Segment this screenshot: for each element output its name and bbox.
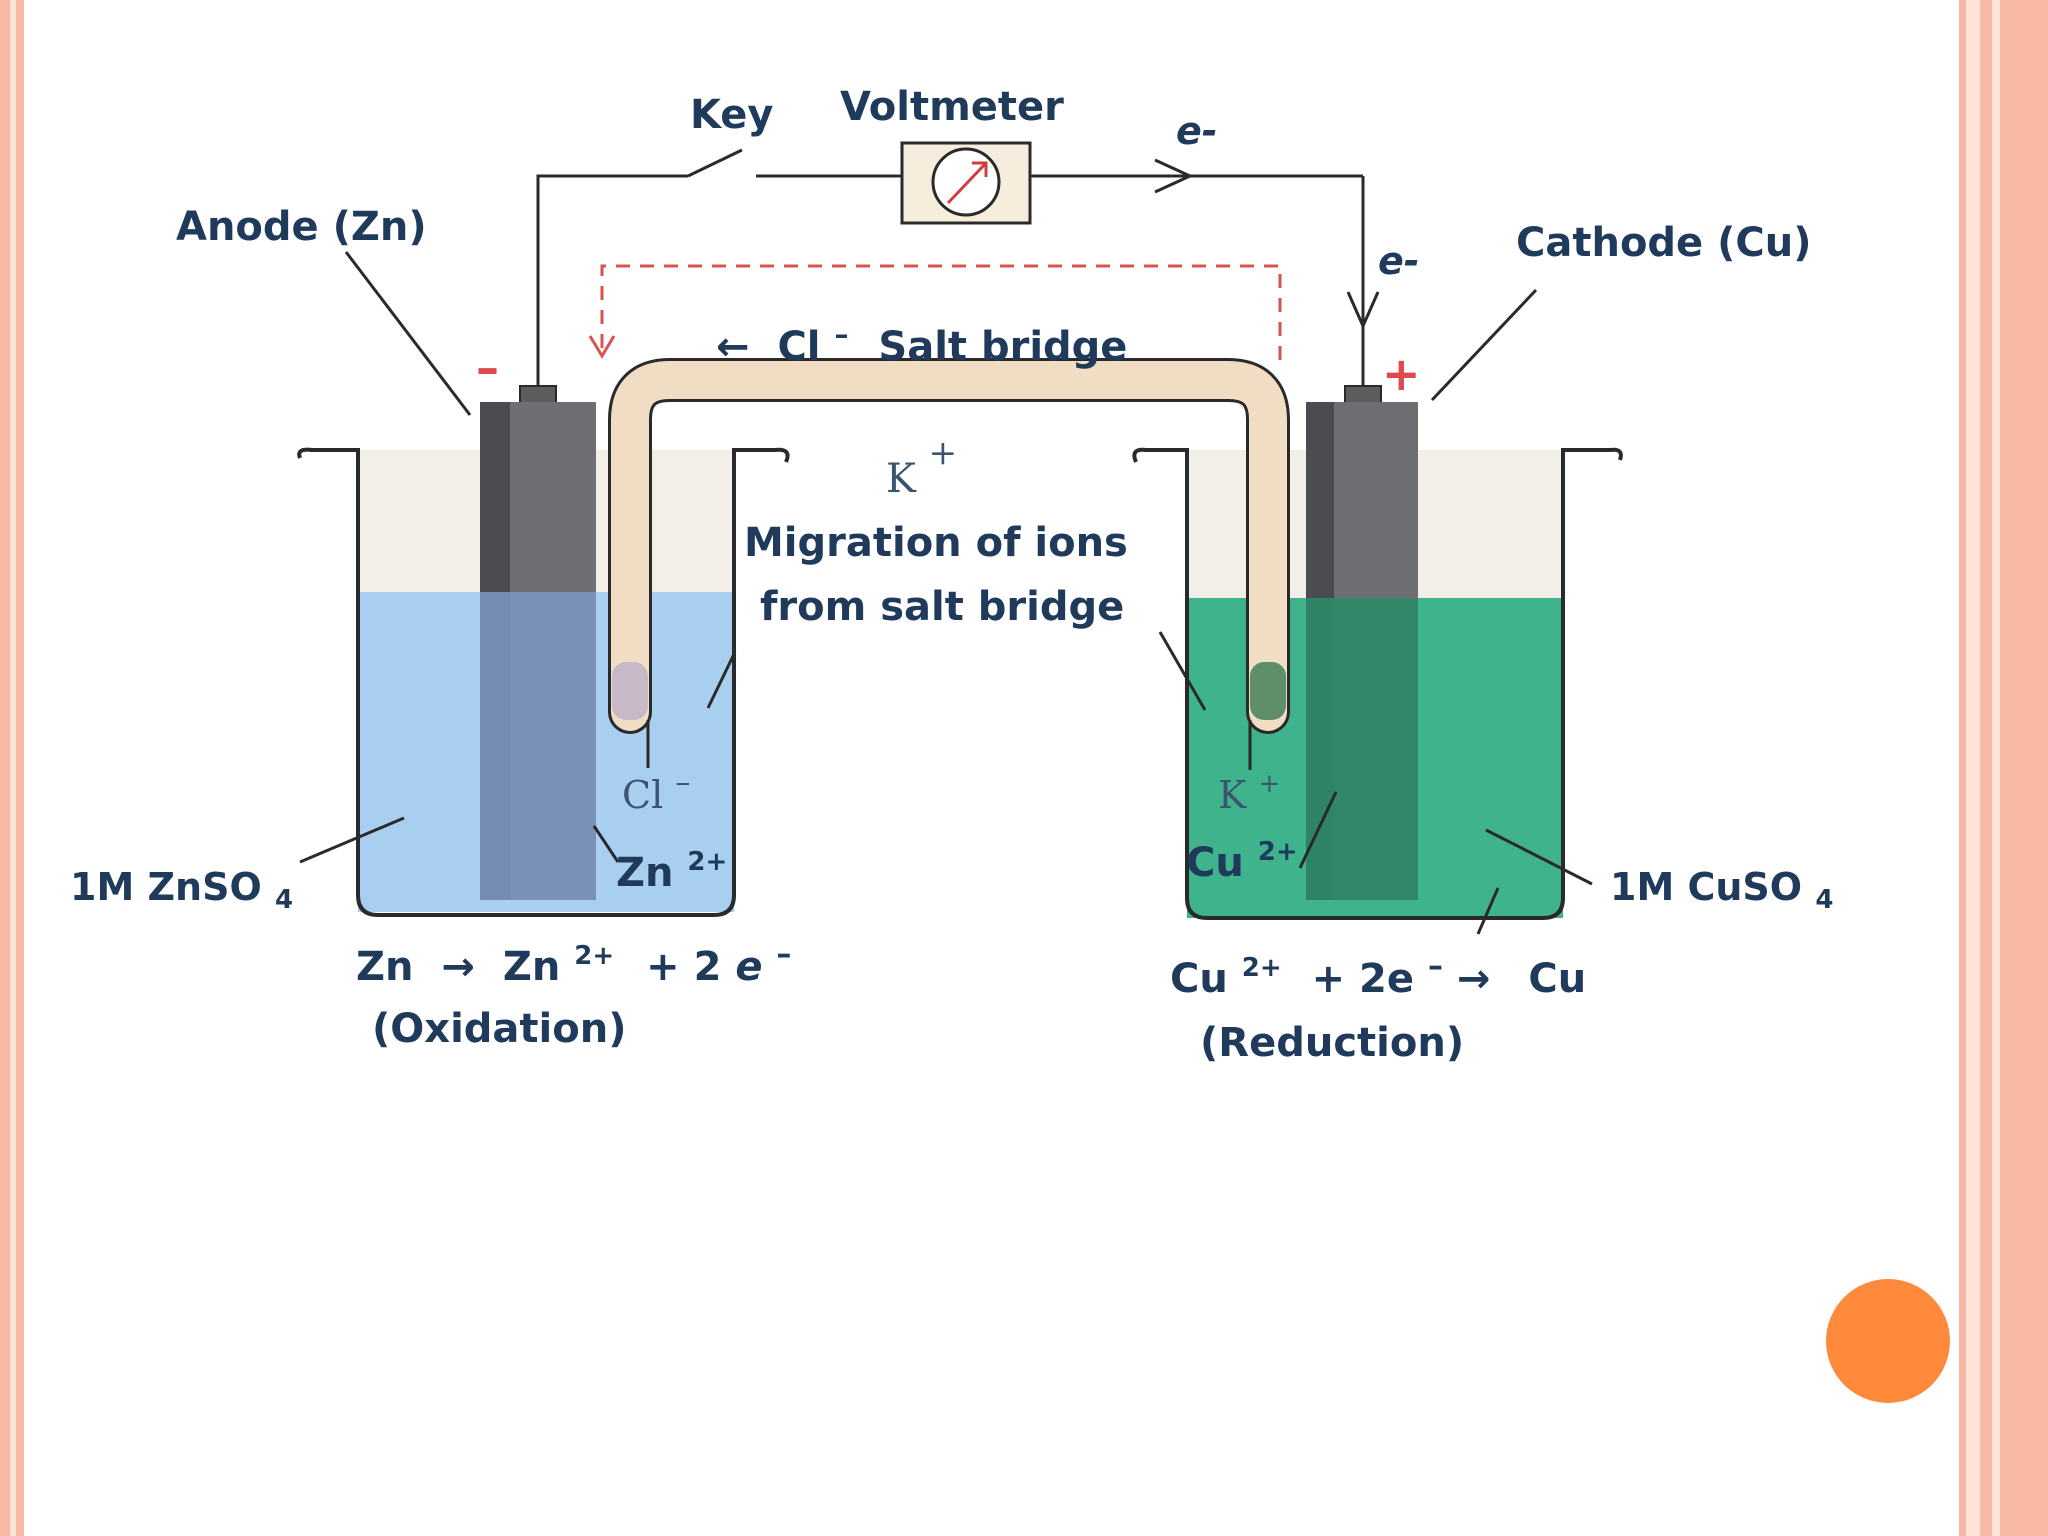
ox-eq-electron-charge: – <box>776 937 791 972</box>
cu-ion-label: Cu 2+ <box>1186 837 1298 886</box>
zn-ion-label: Zn 2+ <box>616 847 727 896</box>
reduction-equation: Cu 2+ + 2e – → Cu <box>1170 940 1586 1002</box>
migration-label-line1: Migration of ions <box>744 520 1128 566</box>
cu-deposit-pointer <box>1476 887 1500 935</box>
cathode-label: Cathode (Cu) <box>1516 220 1812 266</box>
anode-label: Anode (Zn) <box>176 204 427 250</box>
cuso4-pointer <box>1485 828 1593 886</box>
migration-label-line2: from salt bridge <box>760 584 1124 630</box>
ion-flow-indicator <box>600 264 1282 360</box>
pointer-lines <box>299 251 1593 935</box>
electron-label-right: e- <box>1378 239 1420 283</box>
k-ion-right-label: K + <box>1218 769 1280 817</box>
red-eq-arrow: → <box>1457 956 1491 1002</box>
cl-ion-left-charge: – <box>675 765 690 800</box>
zn-ion-pointer <box>592 825 620 863</box>
k-ion-right-symbol: K <box>1218 773 1247 817</box>
ox-eq-plus: + 2 <box>646 944 721 990</box>
zn-ion-symbol: Zn <box>616 850 673 896</box>
slide-accent-dot <box>1826 1279 1950 1403</box>
wire-left <box>536 174 688 392</box>
ox-eq-zn: Zn <box>356 944 413 990</box>
left-solution-formula: 1M ZnSO <box>70 865 262 909</box>
red-eq-electron-charge: – <box>1428 949 1443 984</box>
salt-bridge-arrow: ← <box>716 324 750 370</box>
electron-arrow-top <box>1154 158 1194 194</box>
cl-ion-left-label: Cl – <box>622 765 690 817</box>
ox-eq-electron: e <box>735 944 762 990</box>
right-solution-label: 1M CuSO 4 <box>1610 865 1833 915</box>
right-solution-subscript: 4 <box>1815 885 1833 915</box>
k-ion-right-charge: + <box>1258 769 1280 799</box>
key-switch <box>687 148 743 178</box>
migration-pointer-left <box>706 651 737 709</box>
anode-terminal <box>519 385 557 405</box>
salt-bridge-fill <box>611 361 1287 731</box>
left-beaker-wall <box>297 447 790 917</box>
salt-bridge-plug-left <box>612 662 648 720</box>
anode-pointer <box>344 251 472 416</box>
cu-ion-charge: 2+ <box>1258 837 1298 867</box>
voltmeter <box>900 141 1032 225</box>
znso4-pointer <box>299 816 405 864</box>
red-eq-cu-out: Cu <box>1528 956 1586 1002</box>
anode-rod-submerged <box>480 592 596 900</box>
oxidation-label: (Oxidation) <box>372 1006 627 1052</box>
key-label: Key <box>690 92 774 138</box>
ox-eq-zn2: Zn <box>503 944 560 990</box>
electron-label-top: e- <box>1176 109 1218 153</box>
cathode-plus-sign: + <box>1382 347 1421 401</box>
cathode-pointer <box>1430 288 1538 402</box>
cu-ion-symbol: Cu <box>1186 840 1244 886</box>
salt-bridge-label: ← Cl – Salt bridge <box>716 308 1127 370</box>
reduction-label: (Reduction) <box>1200 1020 1464 1066</box>
anode-minus-sign: – <box>476 341 499 395</box>
red-eq-cu-charge: 2+ <box>1242 953 1282 983</box>
k-ion-symbol: K <box>886 456 917 502</box>
electron-arrow-down <box>1346 291 1380 330</box>
zinc-electrode <box>480 385 596 900</box>
right-beaker-wall <box>1132 447 1623 920</box>
red-eq-cu: Cu <box>1170 956 1228 1002</box>
left-solution-label: 1M ZnSO 4 <box>70 865 293 915</box>
voltmeter-needle-head <box>972 161 988 177</box>
ox-eq-zn2-charge: 2+ <box>574 941 614 971</box>
copper-electrode <box>1306 385 1418 900</box>
k-ion-label: K + <box>886 433 957 502</box>
salt-bridge-ion: Cl <box>777 324 820 370</box>
slide-frame-right-band2 <box>1992 0 2000 1536</box>
slide-frame-left-inner <box>10 0 16 1536</box>
voltmeter-needle <box>946 161 988 205</box>
oxidation-equation: Zn → Zn 2+ + 2 e – <box>356 928 791 990</box>
slide-frame-right-band <box>1966 0 1980 1536</box>
slide-background <box>24 0 1959 1536</box>
salt-bridge <box>608 358 1290 734</box>
zn-ion-charge: 2+ <box>687 847 727 877</box>
voltmeter-label: Voltmeter <box>840 84 1064 130</box>
left-solution-subscript: 4 <box>275 885 293 915</box>
k-ion-charge: + <box>929 433 958 473</box>
red-eq-plus: + 2e <box>1312 956 1414 1002</box>
cathode-rod-submerged <box>1306 598 1418 900</box>
migration-pointer-right <box>1158 631 1207 711</box>
salt-bridge-text: Salt bridge <box>878 324 1127 370</box>
right-solution-formula: 1M CuSO <box>1610 865 1802 909</box>
cathode-terminal <box>1344 385 1382 405</box>
salt-bridge-plug-right <box>1250 662 1286 720</box>
cu-ion-pointer <box>1298 791 1338 869</box>
cl-ion-left-symbol: Cl <box>622 773 663 817</box>
salt-bridge-ion-charge: – <box>834 318 848 351</box>
ion-flow-arrowhead <box>588 335 616 359</box>
external-circuit <box>536 148 1380 392</box>
ion-flow-dashed-line <box>600 264 1282 360</box>
ox-eq-arrow: → <box>441 944 475 990</box>
